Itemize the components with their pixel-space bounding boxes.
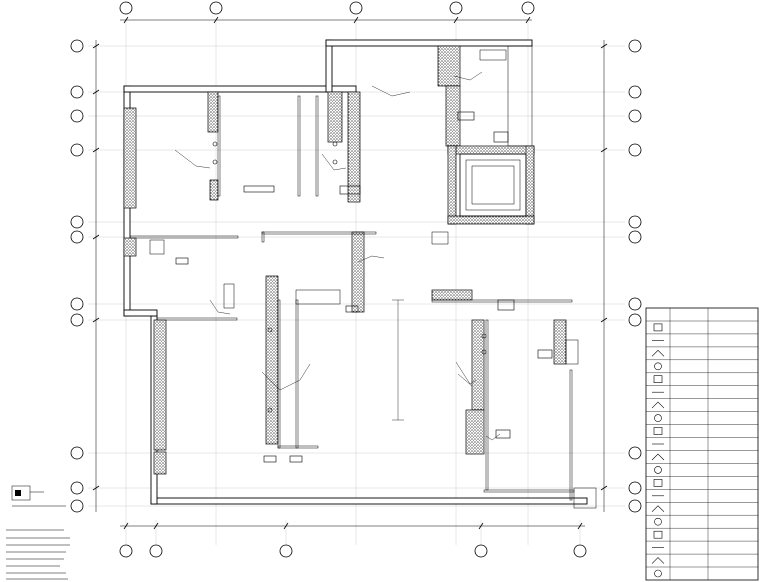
legend-symbol	[651, 349, 665, 357]
legend-symbol	[654, 517, 662, 526]
legend-symbol	[653, 530, 663, 539]
legend-symbol	[653, 375, 663, 384]
legend-symbol	[653, 323, 663, 332]
legend-symbol	[653, 427, 663, 435]
legend-symbol	[651, 557, 665, 564]
legend-symbol	[654, 569, 662, 578]
bottom-axis-bubbles	[119, 544, 587, 558]
detail-key-block	[11, 485, 66, 507]
fixture-marks	[175, 111, 553, 463]
legend-symbol	[654, 362, 662, 371]
right-axis-bubbles	[628, 39, 642, 513]
top-axis-bubbles	[119, 1, 535, 15]
hatched-walls	[123, 45, 567, 475]
room-annotation-leaders	[174, 71, 501, 441]
legend-symbol	[654, 414, 662, 422]
symbol-legend-table	[645, 307, 759, 581]
legend-symbol	[651, 505, 665, 513]
legend-symbol	[651, 401, 665, 409]
legend-symbol	[654, 466, 662, 474]
legend-symbol	[651, 453, 665, 461]
legend-symbol	[653, 479, 663, 487]
legend-symbols	[651, 323, 665, 578]
legend-rows	[646, 320, 758, 568]
dimension-chains	[92, 16, 608, 530]
left-axis-bubbles	[70, 39, 84, 513]
general-notes-block	[6, 529, 70, 580]
